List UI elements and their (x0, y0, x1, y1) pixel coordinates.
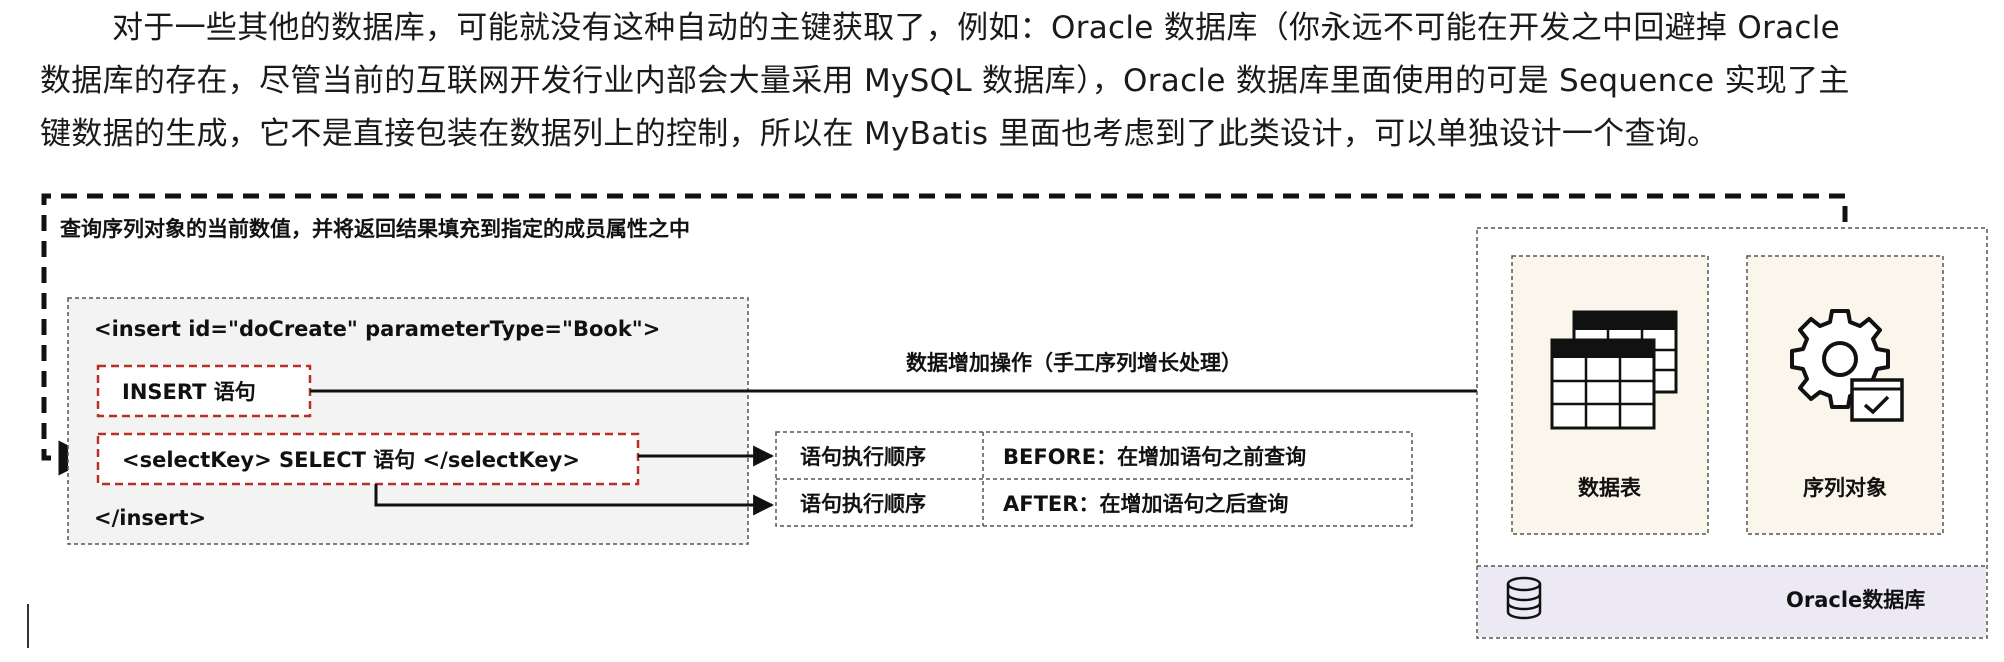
sequence-note: 查询序列对象的当前数值，并将返回结果填充到指定的成员属性之中 (60, 217, 690, 241)
intro-line-3: 键数据的生成，它不是直接包装在数据列上的控制，所以在 MyBatis 里面也考虑… (40, 116, 1719, 152)
insert-close-tag: </insert> (94, 506, 206, 530)
gear-icon (1790, 309, 1904, 422)
insert-statement: INSERT 语句 (122, 380, 256, 404)
insert-statement-box (96, 364, 312, 418)
selectkey-statement: <selectKey> SELECT 语句 </selectKey> (122, 448, 580, 472)
execution-order-table: 语句执行顺序 BEFORE：在增加语句之前查询 语句执行顺序 AFTER：在增加… (775, 431, 1413, 527)
order-row-2-value: AFTER：在增加语句之后查询 (1003, 492, 1288, 516)
database-icon (1506, 576, 1542, 620)
oracle-db-footer (1478, 566, 1986, 637)
intro-line-1: 对于一些其他的数据库，可能就没有这种自动的主键获取了，例如：Oracle 数据库… (112, 10, 1841, 46)
insert-open-tag: <insert id="doCreate" parameterType="Boo… (94, 317, 660, 341)
order-row-1-value: BEFORE：在增加语句之前查询 (1003, 445, 1306, 469)
data-table-icon (1550, 310, 1678, 430)
sequence-object-label: 序列对象 (1803, 476, 1887, 500)
oracle-db-label: Oracle数据库 (1786, 588, 1925, 612)
insert-arrow-label: 数据增加操作（手工序列增长处理） (906, 351, 1242, 375)
selectkey-box (96, 432, 640, 486)
sequence-feedback-line (41, 193, 1848, 476)
order-row-2-key: 语句执行顺序 (800, 492, 926, 516)
after-arrow (374, 484, 775, 516)
oracle-database-container: Oracle数据库 数据表 序列对象 (1476, 227, 1988, 639)
intro-paragraph: 对于一些其他的数据库，可能就没有这种自动的主键获取了，例如：Oracle 数据库… (40, 2, 1990, 161)
insert-panel (67, 297, 749, 545)
data-table-label: 数据表 (1578, 476, 1642, 500)
order-row-1-key: 语句执行顺序 (800, 445, 926, 469)
intro-line-2: 数据库的存在，尽管当前的互联网开发行业内部会大量采用 MySQL 数据库），Or… (40, 63, 1850, 99)
